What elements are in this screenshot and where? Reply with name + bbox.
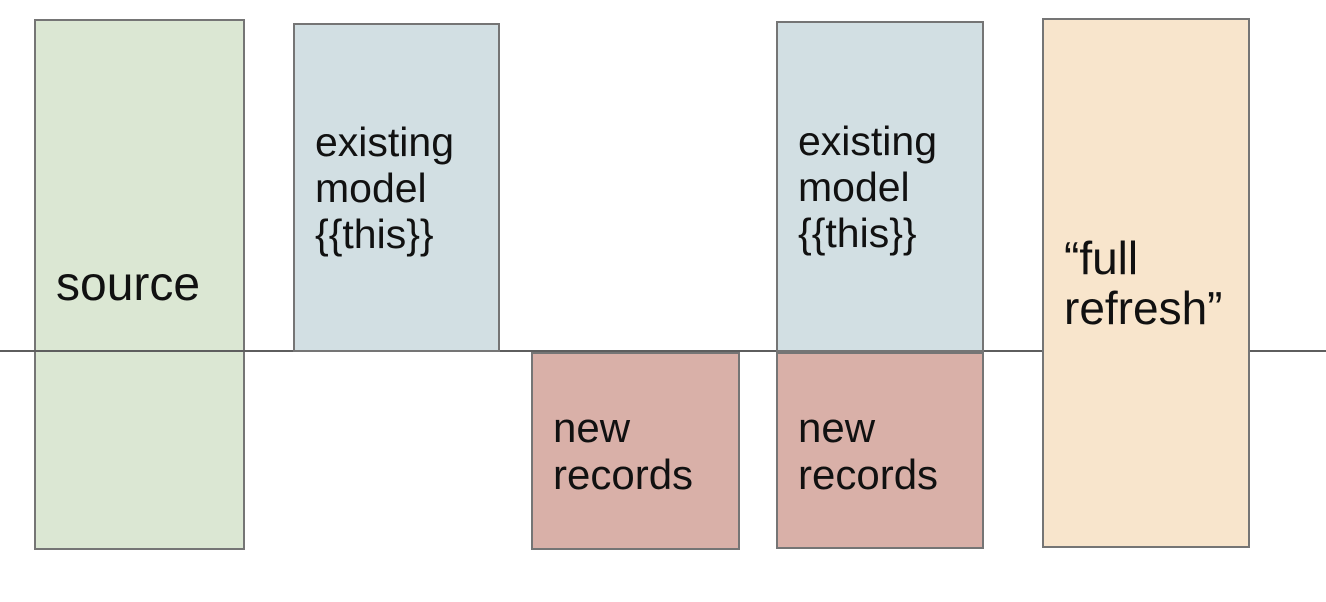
box-source: source	[34, 19, 245, 550]
box-new-records-left-label: new records	[553, 404, 694, 498]
box-full-refresh-label: “full refresh”	[1064, 232, 1223, 334]
timeline-divider	[0, 350, 1326, 352]
box-new-records-right: new records	[776, 352, 984, 549]
box-full-refresh: “full refresh”	[1042, 18, 1250, 548]
box-existing-model-left: existing model {{this}}	[293, 23, 500, 352]
box-new-records-left: new records	[531, 352, 740, 550]
box-source-label: source	[56, 257, 201, 311]
box-existing-model-left-label: existing model {{this}}	[315, 118, 455, 257]
box-existing-model-right: existing model {{this}}	[776, 21, 984, 352]
box-new-records-right-label: new records	[798, 403, 939, 498]
box-existing-model-right-label: existing model {{this}}	[798, 117, 938, 256]
